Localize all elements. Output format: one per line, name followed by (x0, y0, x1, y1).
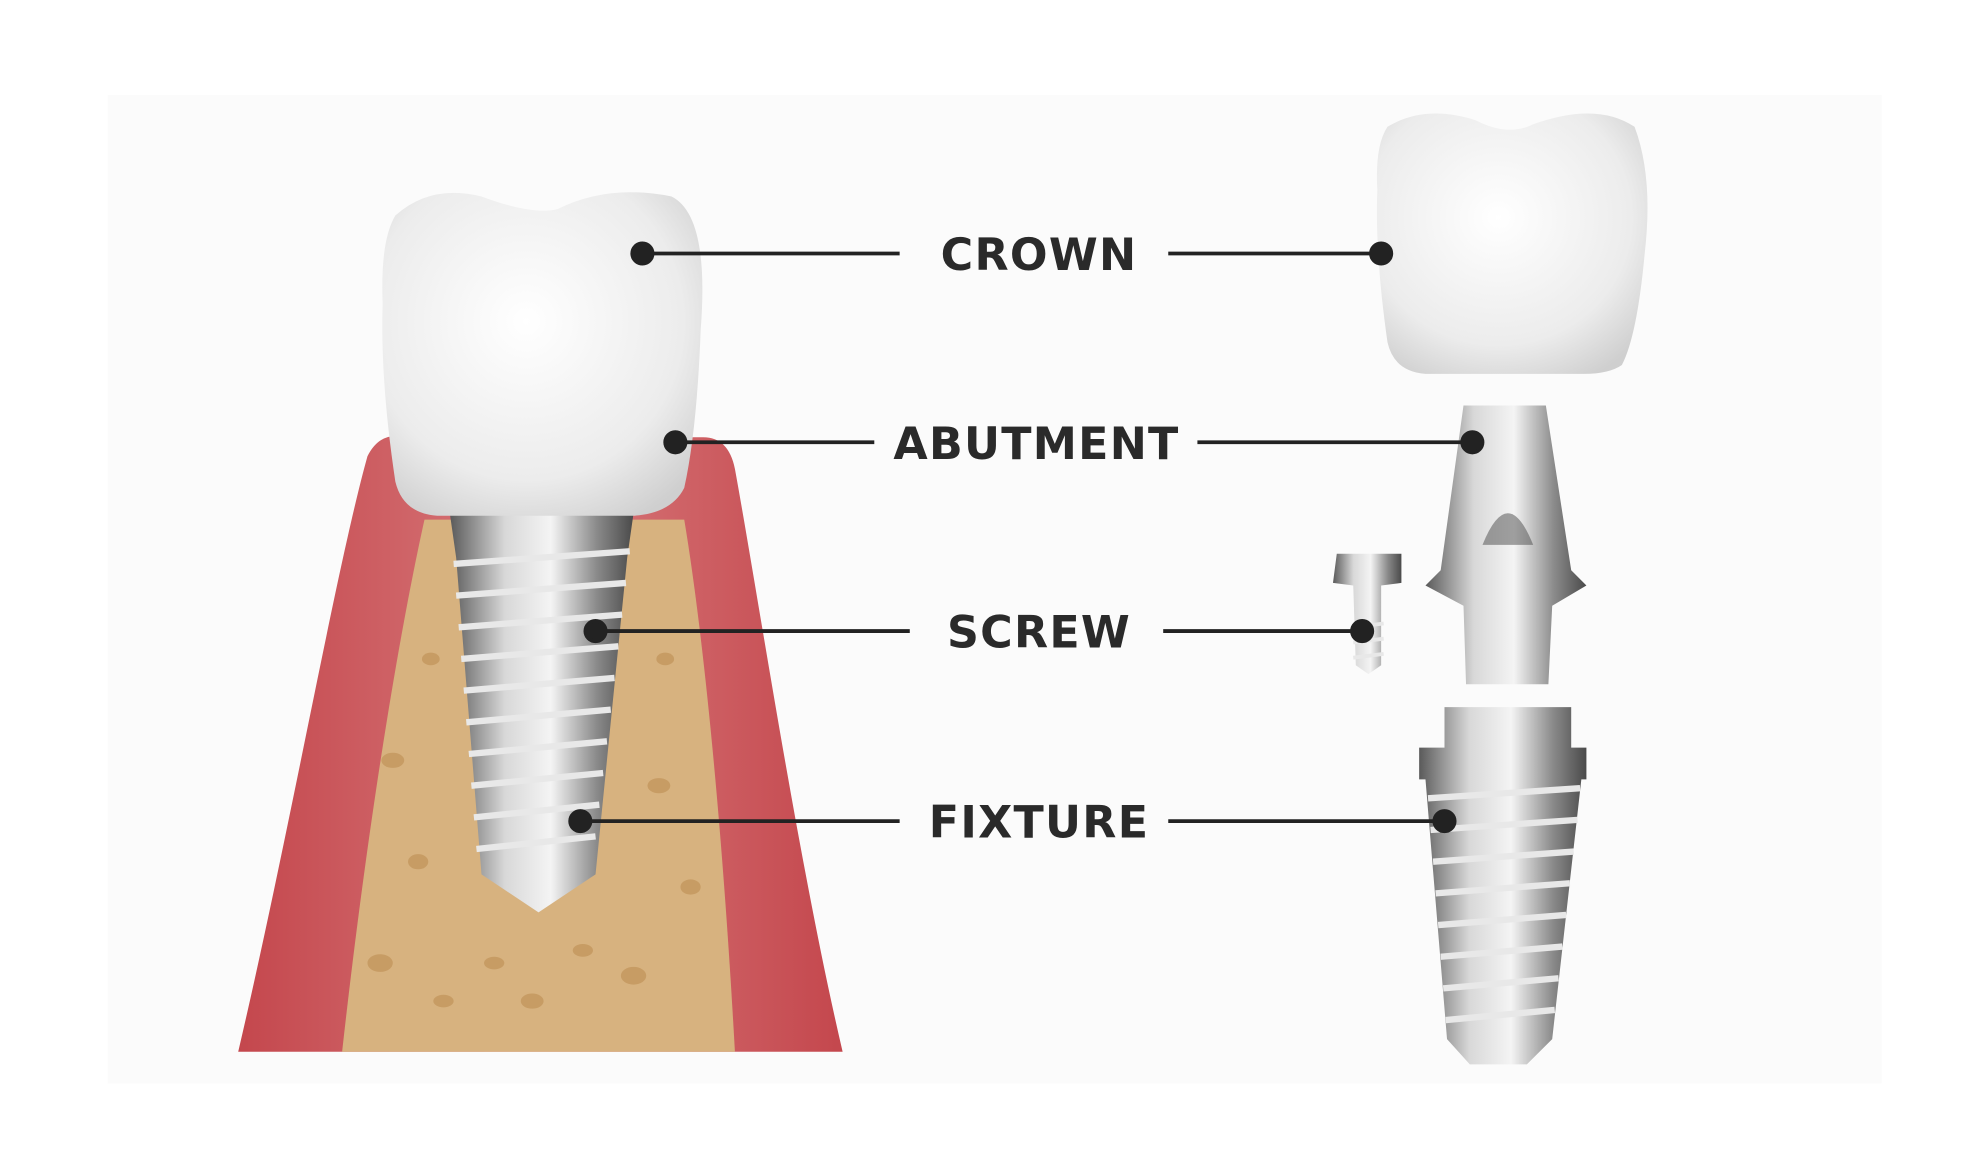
label-fixture: FIXTURE (929, 798, 1149, 849)
label-crown: CROWN (941, 230, 1138, 281)
screw-part (1332, 553, 1402, 675)
assembled-implant (238, 192, 843, 1052)
crown-separate (1376, 113, 1648, 374)
fixture-part-threads (1427, 785, 1581, 1024)
label-abutment: ABUTMENT (893, 419, 1179, 470)
exploded-implant (1332, 113, 1648, 1065)
leader-lines (568, 241, 1485, 834)
crown (382, 192, 703, 516)
bone-pores (367, 652, 701, 1009)
fixture-threads (453, 548, 630, 853)
label-screw: SCREW (947, 608, 1131, 659)
